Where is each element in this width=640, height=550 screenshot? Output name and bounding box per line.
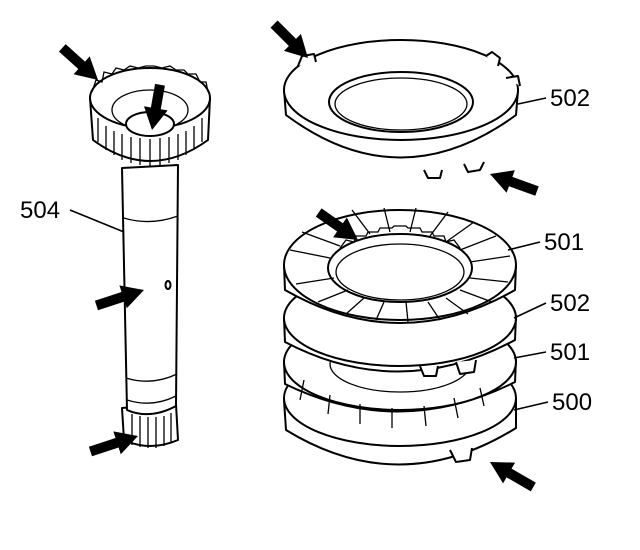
callout-501-top: 501 — [544, 229, 584, 256]
arrow-icon — [144, 83, 168, 130]
callout-502-top: 502 — [550, 85, 590, 112]
callout-504: 504 — [20, 197, 60, 224]
friction-disc-top — [283, 207, 517, 324]
arrow-icon — [88, 431, 138, 457]
callout-502-middle: 502 — [550, 290, 590, 317]
indicator-arrows — [58, 20, 539, 492]
arrow-icon — [490, 462, 536, 492]
callout-500: 500 — [552, 389, 592, 416]
arrow-icon — [94, 285, 144, 311]
leader-lines — [69, 97, 549, 411]
steel-plate-top — [283, 39, 521, 179]
callout-501-bottom: 501 — [550, 339, 590, 366]
arrow-icon — [270, 20, 308, 58]
arrow-icon — [490, 170, 539, 196]
callout-labels: 504 502 501 502 501 500 — [20, 85, 592, 416]
arrow-icon — [58, 44, 98, 80]
arrow-icon — [315, 208, 358, 240]
